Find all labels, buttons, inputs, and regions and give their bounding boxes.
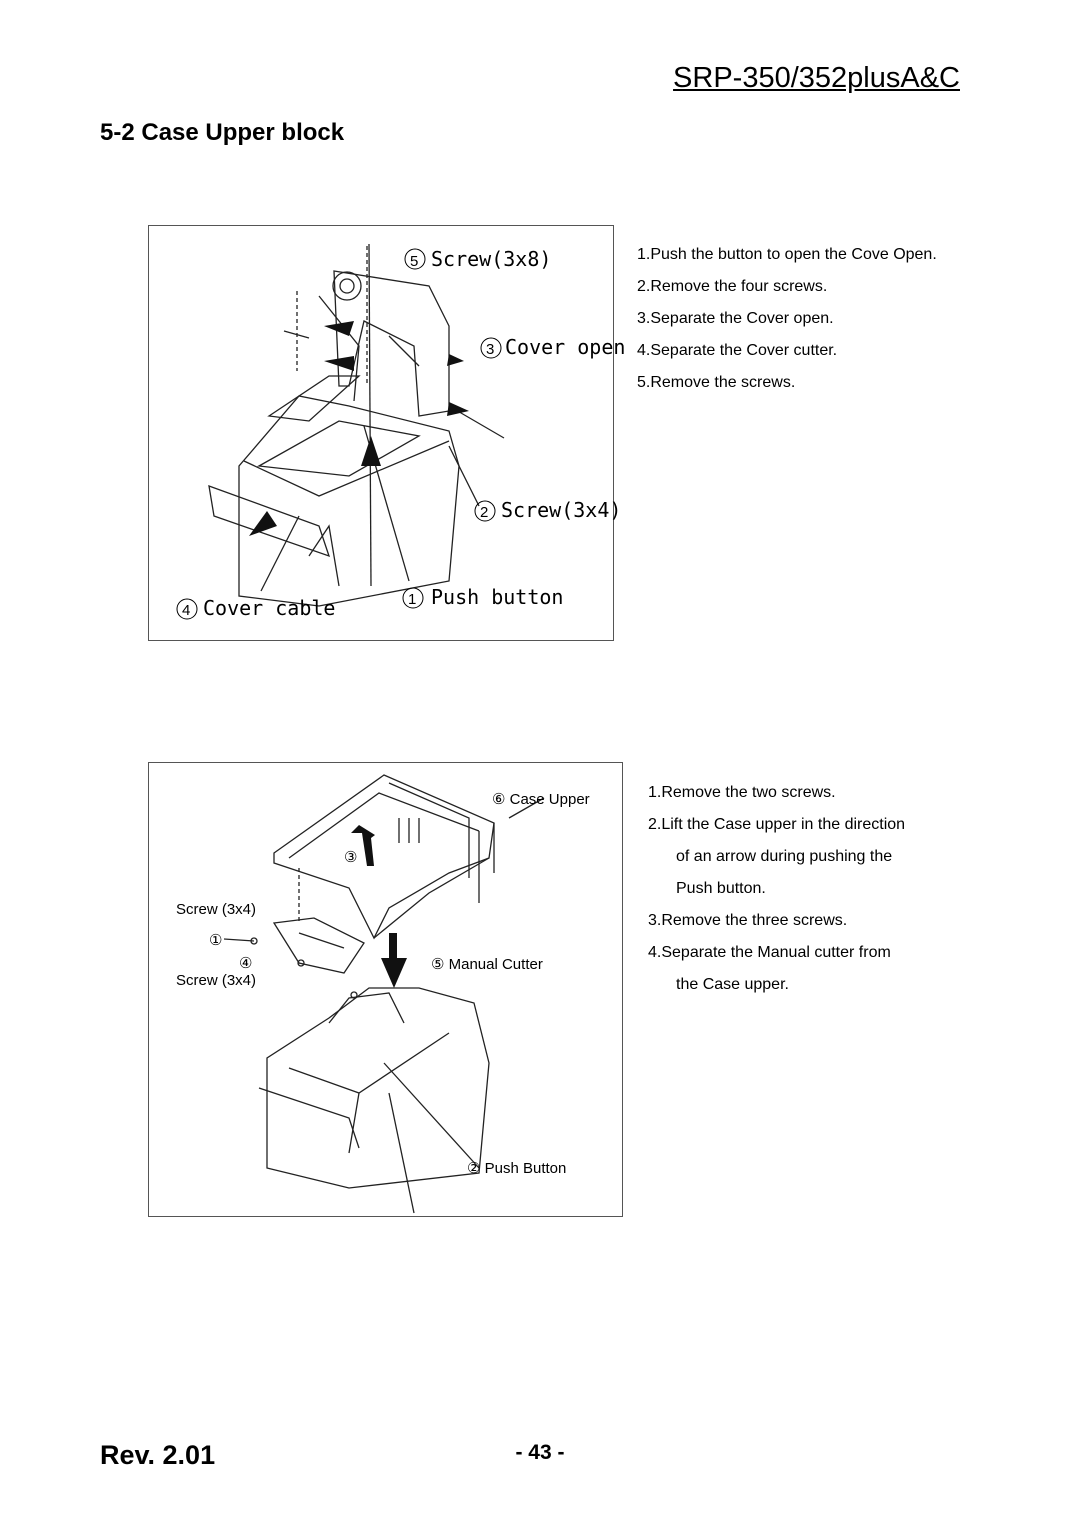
printer-cover-illustration: 5 Screw(3x8) 3 Cover open 2 Screw(3x4) 4… <box>176 243 625 620</box>
fig1-label-2: Screw(3x4) <box>501 498 621 522</box>
step-item: 2.Lift the Case upper in the direction <box>648 816 906 833</box>
step-item: 3.Remove the three screws. <box>648 912 848 929</box>
revision-label: Rev. 2.01 <box>100 1440 216 1470</box>
fig2-label-circle1: ① <box>209 932 222 949</box>
figure2-steps: 1.Remove the two screws. 2.Lift the Case… <box>648 777 905 1001</box>
section-title: 5-2 Case Upper block <box>100 119 345 146</box>
fig1-label-5-num: 5 <box>410 253 418 270</box>
step-item: 5.Remove the screws. <box>637 374 796 391</box>
fig1-label-5: Screw(3x8) <box>431 247 551 271</box>
step-item: 4.Separate the Manual cutter from <box>648 944 891 961</box>
fig1-label-2-num: 2 <box>480 504 488 521</box>
fig2-label-manual-cutter: ⑤ Manual Cutter <box>431 956 543 973</box>
case-upper-illustration: ⑥ Case Upper ③ Screw (3x4) ① ④ Screw (3x… <box>176 774 590 1214</box>
step-item: 3.Separate the Cover open. <box>637 310 834 327</box>
figure-case-upper-removal: ⑥ Case Upper ③ Screw (3x4) ① ④ Screw (3x… <box>148 762 623 1217</box>
step-item: the Case upper. <box>676 976 789 993</box>
fig1-label-1-num: 1 <box>408 591 416 608</box>
step-item: 1.Remove the two screws. <box>648 784 836 801</box>
fig2-label-case-upper: ⑥ Case Upper <box>492 791 590 808</box>
step-item: Push button. <box>676 880 766 897</box>
fig1-label-4: Cover cable <box>203 596 335 620</box>
fig1-label-4-num: 4 <box>182 602 190 619</box>
step-item: 4.Separate the Cover cutter. <box>637 342 838 359</box>
fig1-label-1: Push button <box>431 585 563 609</box>
model-name: SRP-350/352plusA&C <box>673 62 960 94</box>
figure-cover-disassembly: 5 Screw(3x8) 3 Cover open 2 Screw(3x4) 4… <box>148 225 625 641</box>
page-number: - 43 - <box>515 1441 565 1464</box>
step-item: 2.Remove the four screws. <box>637 278 828 295</box>
fig2-label-screw-bottom: Screw (3x4) <box>176 972 256 989</box>
fig2-label-screw-top: Screw (3x4) <box>176 901 256 918</box>
fig2-label-push-button: ② Push Button <box>467 1160 566 1177</box>
fig2-label-circle4: ④ <box>239 955 252 972</box>
step-item: 1.Push the button to open the Cove Open. <box>637 246 937 263</box>
figure1-steps: 1.Push the button to open the Cove Open.… <box>637 239 937 399</box>
fig1-label-3: Cover open <box>505 335 625 359</box>
step-item: of an arrow during pushing the <box>676 848 893 865</box>
fig2-label-arrow-num: ③ <box>344 849 357 866</box>
fig1-label-3-num: 3 <box>486 341 494 358</box>
